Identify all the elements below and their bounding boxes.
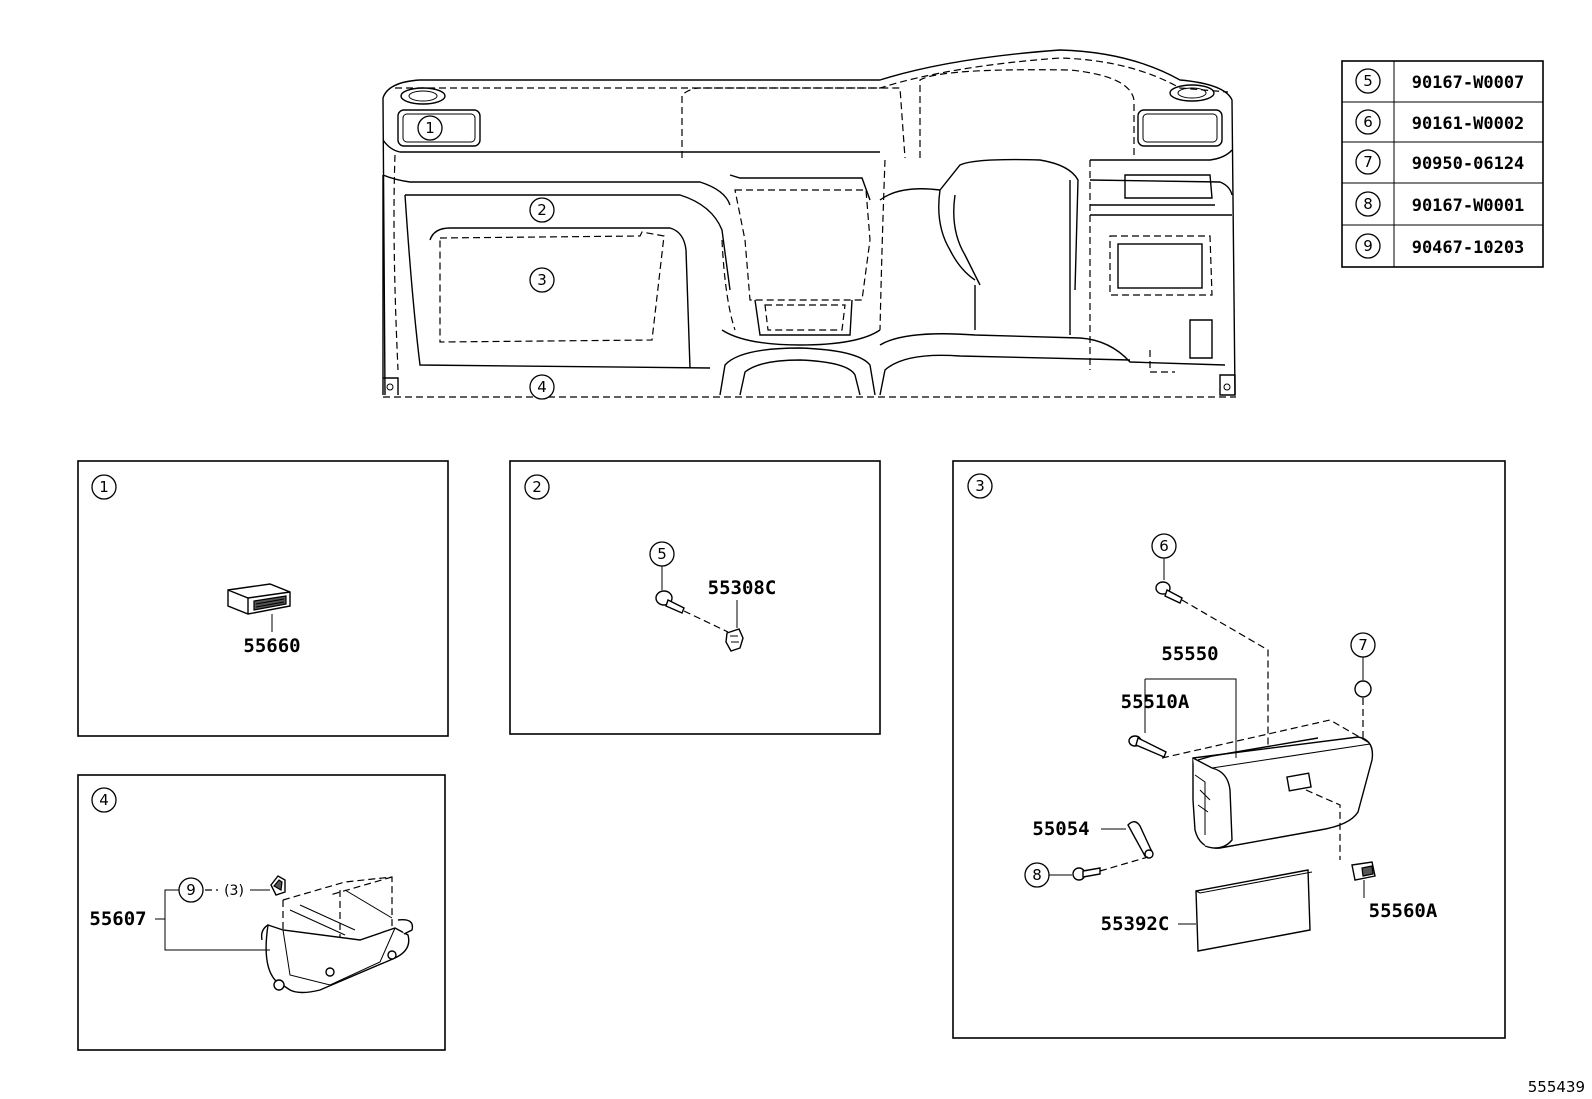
svg-text:90467-10203: 90467-10203 <box>1412 238 1525 258</box>
part-label-55660: 55660 <box>243 635 300 657</box>
diagram-code: 555439 <box>1528 1078 1585 1096</box>
panel-2-callout[interactable]: 2 <box>524 474 550 500</box>
svg-text:4: 4 <box>537 378 547 396</box>
part-label-55054: 55054 <box>1032 818 1089 840</box>
detail-panel-4: 4 9 (3) 55607 <box>77 774 446 1051</box>
svg-text:8: 8 <box>1032 866 1042 884</box>
svg-text:7: 7 <box>1358 636 1368 654</box>
svg-text:1: 1 <box>425 119 435 137</box>
damper-part[interactable] <box>1127 821 1154 859</box>
detail-panel-1: 1 55660 <box>77 460 449 737</box>
fastener-table: 5 90167-W0007 6 90161-W0002 7 90950-0612… <box>1341 60 1544 268</box>
svg-text:90950-06124: 90950-06124 <box>1412 154 1525 174</box>
part-label-55560a: 55560A <box>1369 900 1438 922</box>
air-vent-part[interactable] <box>227 583 291 632</box>
panel-4-callout[interactable]: 4 <box>91 787 117 813</box>
svg-text:3: 3 <box>975 477 985 495</box>
table-row[interactable]: 9 90467-10203 <box>1355 233 1525 259</box>
svg-text:6: 6 <box>1363 113 1373 131</box>
table-row[interactable]: 6 90161-W0002 <box>1355 109 1525 135</box>
screw-part[interactable] <box>1072 867 1101 881</box>
screw-callout-5[interactable]: 5 <box>649 541 675 567</box>
overview-callout-2[interactable]: 2 <box>529 197 555 223</box>
detail-panel-2: 2 5 55308C <box>509 460 881 735</box>
overview-callout-3[interactable]: 3 <box>529 267 555 293</box>
screw-callout-6[interactable]: 6 <box>1151 533 1177 559</box>
cap-callout-7[interactable]: 7 <box>1350 632 1376 658</box>
lock-part[interactable] <box>1351 861 1376 881</box>
svg-text:90161-W0002: 90161-W0002 <box>1412 114 1525 134</box>
part-label-55392c: 55392C <box>1101 913 1170 935</box>
table-row[interactable]: 5 90167-W0007 <box>1355 68 1525 94</box>
svg-text:8: 8 <box>1363 195 1373 213</box>
clip-callout-9[interactable]: 9 <box>178 877 204 903</box>
svg-text:5: 5 <box>657 545 667 563</box>
svg-text:2: 2 <box>537 201 547 219</box>
table-row[interactable]: 7 90950-06124 <box>1355 149 1525 175</box>
part-label-55308c: 55308C <box>708 577 777 599</box>
part-label-55510a: 55510A <box>1121 691 1190 713</box>
svg-text:2: 2 <box>532 478 542 496</box>
quantity-note: (3) <box>224 883 244 899</box>
svg-text:90167-W0007: 90167-W0007 <box>1412 73 1525 93</box>
detail-panel-3: 3 6 7 <box>952 460 1506 1039</box>
overview-callout-1[interactable]: 1 <box>417 115 443 141</box>
glove-box-part[interactable] <box>1161 719 1374 849</box>
screw-part[interactable] <box>1155 581 1183 604</box>
svg-text:5: 5 <box>1363 72 1373 90</box>
part-label-55607: 55607 <box>89 908 146 930</box>
part-label-55550: 55550 <box>1161 643 1218 665</box>
svg-text:9: 9 <box>186 881 196 899</box>
svg-text:3: 3 <box>537 271 547 289</box>
screw-part[interactable] <box>655 590 685 614</box>
panel-3-callout[interactable]: 3 <box>967 473 993 499</box>
tray-part[interactable] <box>260 876 414 994</box>
svg-text:7: 7 <box>1363 153 1373 171</box>
svg-text:4: 4 <box>99 791 109 809</box>
svg-text:9: 9 <box>1363 237 1373 255</box>
svg-text:6: 6 <box>1159 537 1169 555</box>
cap-part[interactable] <box>1354 680 1372 698</box>
dashboard-overview: 1 2 3 4 <box>382 49 1236 400</box>
clip-part[interactable] <box>725 628 744 652</box>
table-row[interactable]: 8 90167-W0001 <box>1355 191 1525 217</box>
hinge-pin-part[interactable] <box>1128 735 1167 758</box>
panel-1-callout[interactable]: 1 <box>91 474 117 500</box>
clip-part[interactable] <box>270 875 286 896</box>
pad-part[interactable] <box>1195 869 1313 952</box>
screw-callout-8[interactable]: 8 <box>1024 862 1050 888</box>
svg-text:90167-W0001: 90167-W0001 <box>1412 196 1525 216</box>
overview-callout-4[interactable]: 4 <box>529 374 555 400</box>
svg-text:1: 1 <box>99 478 109 496</box>
